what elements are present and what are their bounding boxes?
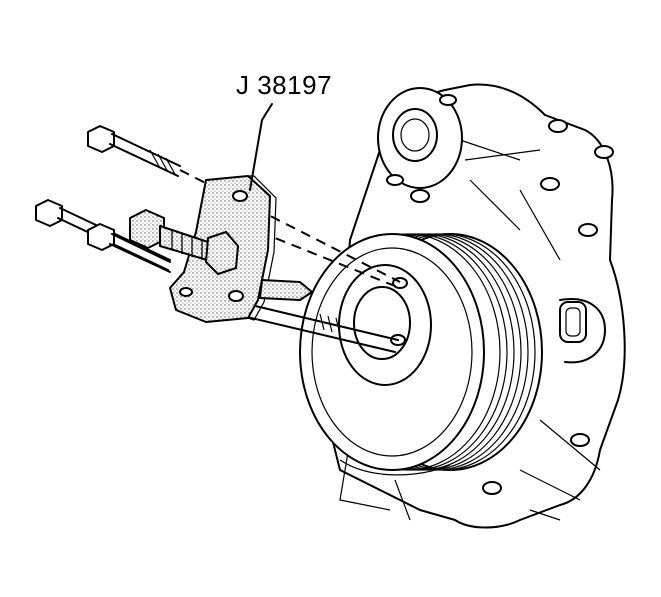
crankshaft-balancer xyxy=(299,233,543,476)
callout-leader xyxy=(249,103,273,191)
housing-bolts xyxy=(410,119,614,495)
alignment-line-lower xyxy=(259,231,401,289)
water-pump-hub xyxy=(377,87,463,189)
forcing-screw xyxy=(129,209,239,275)
bolt-lower-right xyxy=(87,223,171,273)
puller-tool-j38197 xyxy=(129,175,313,323)
bolt-upper xyxy=(87,125,181,177)
tool-callout-label: J 38197 xyxy=(236,70,333,100)
